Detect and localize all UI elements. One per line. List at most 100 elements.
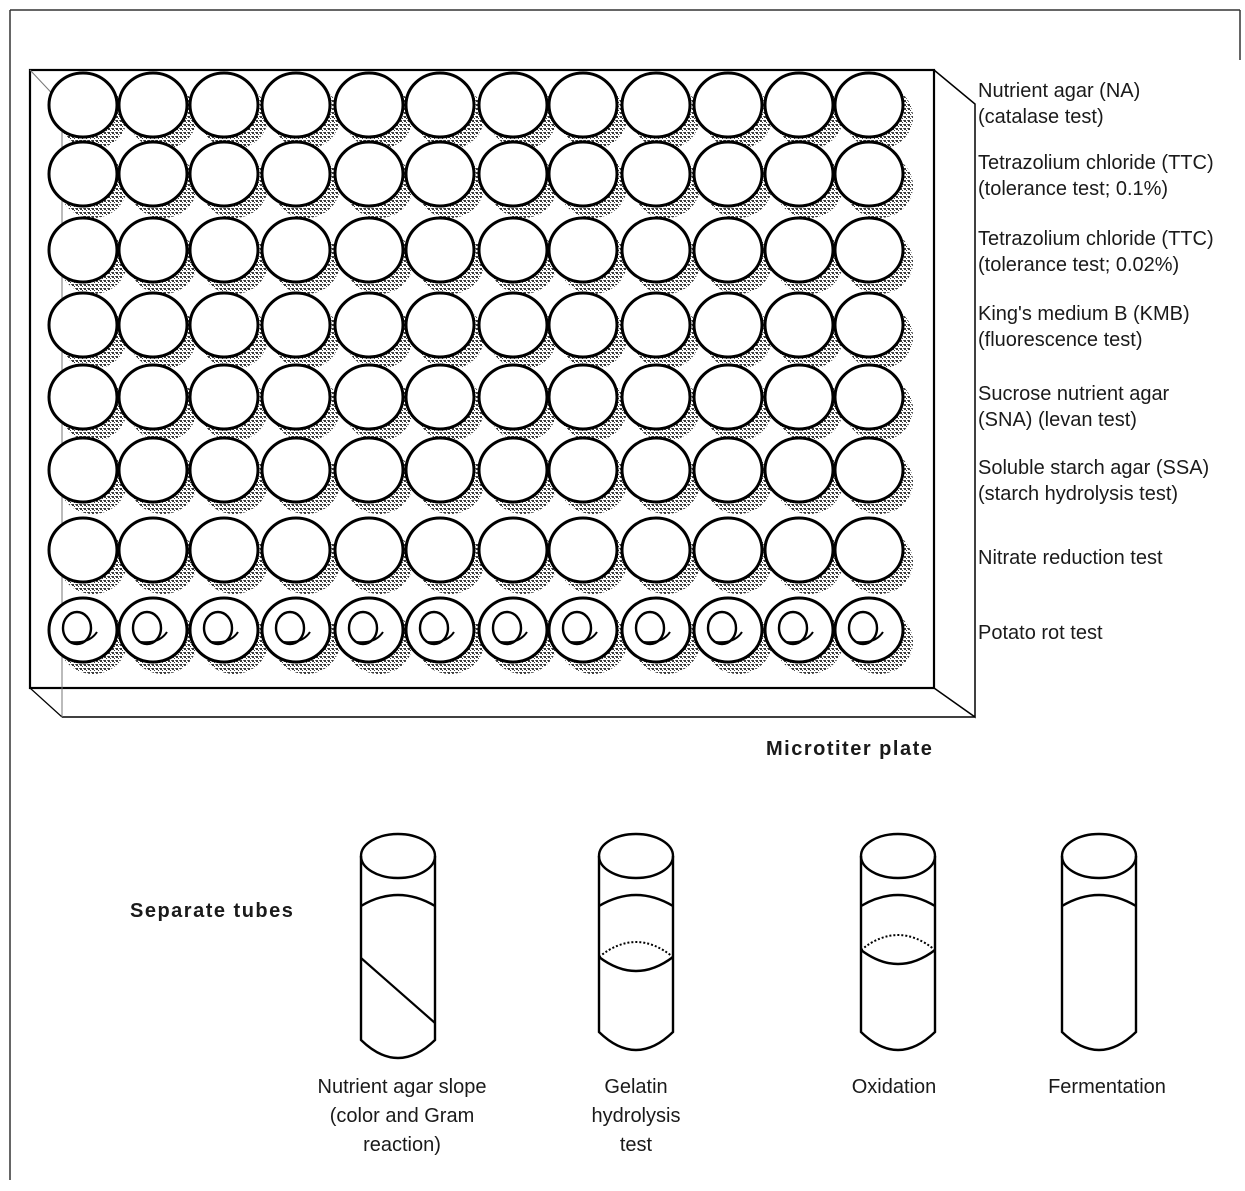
well-rim (692, 363, 764, 431)
well (477, 363, 557, 441)
well-rim (833, 140, 905, 208)
well-rim (117, 71, 189, 139)
well (188, 363, 268, 441)
well-rim (547, 436, 619, 504)
well (692, 516, 772, 594)
potato-mark (715, 631, 743, 644)
row-label-line1: Tetrazolium chloride (TTC) (978, 152, 1214, 174)
well (47, 516, 127, 594)
well (333, 140, 413, 218)
well (260, 291, 340, 369)
well (404, 140, 484, 218)
well (47, 140, 127, 218)
well (404, 596, 484, 674)
well-rim (333, 363, 405, 431)
well (547, 140, 627, 218)
well (833, 436, 913, 514)
well-rim (260, 71, 332, 139)
well (547, 71, 627, 149)
well (833, 71, 913, 149)
well-rim (333, 140, 405, 208)
row-label-line1: Nutrient agar (NA) (978, 80, 1141, 102)
well-rim (333, 216, 405, 284)
well-rim (333, 291, 405, 359)
row-label: Soluble starch agar (SSA)(starch hydroly… (978, 455, 1243, 507)
well-rim (547, 71, 619, 139)
well-rim (188, 140, 260, 208)
potato-mark (356, 631, 384, 644)
well (620, 71, 700, 149)
well (333, 291, 413, 369)
well (833, 596, 913, 674)
tube-cap (1060, 832, 1138, 880)
medium-surface-front (860, 949, 936, 966)
row-label-line2: (SNA) (levan test) (978, 409, 1137, 431)
row-label-line1: Sucrose nutrient agar (978, 383, 1170, 405)
row-label: Nutrient agar (NA) (catalase test) (978, 78, 1243, 130)
well (547, 516, 627, 594)
well (547, 291, 627, 369)
tube-meniscus (860, 893, 936, 908)
agar-slope-line (360, 957, 436, 1024)
well (404, 516, 484, 594)
well-rim (333, 71, 405, 139)
tube-drawings (359, 832, 1138, 1060)
well (333, 363, 413, 441)
well-rim (477, 436, 549, 504)
well-rim (763, 516, 835, 584)
row-label-line2: (catalase test) (978, 106, 1104, 128)
well (47, 596, 127, 674)
well-rim (117, 140, 189, 208)
well (547, 216, 627, 294)
well-rim (188, 436, 260, 504)
well (763, 291, 843, 369)
tube-gelatin (597, 832, 675, 1052)
well (620, 291, 700, 369)
well (692, 71, 772, 149)
row-label: Nitrate reduction test (978, 545, 1243, 571)
figure-frame (9, 9, 1241, 1180)
well-rim (620, 291, 692, 359)
well (763, 516, 843, 594)
well (188, 436, 268, 514)
well (620, 216, 700, 294)
well (260, 216, 340, 294)
well-grid (47, 71, 913, 674)
medium-surface-back (598, 941, 674, 958)
well (692, 436, 772, 514)
well-rim (620, 516, 692, 584)
tube-label: Oxidation (784, 1073, 1004, 1102)
tube-label-line: Gelatin (604, 1076, 668, 1098)
potato-disc (706, 610, 738, 646)
well-rim (117, 363, 189, 431)
well-rim (117, 516, 189, 584)
well (833, 516, 913, 594)
tube-label-line: Oxidation (851, 1076, 937, 1098)
tube-cap (597, 832, 675, 880)
well (117, 71, 197, 149)
tube-oxidation (859, 832, 937, 1052)
well-rim (260, 291, 332, 359)
well (763, 436, 843, 514)
potato-disc (777, 610, 809, 646)
well-rim (477, 291, 549, 359)
well (47, 436, 127, 514)
tube-label-line: Nutrient agar slope (317, 1076, 487, 1098)
well (188, 216, 268, 294)
potato-disc (347, 610, 379, 646)
potato-mark (283, 631, 311, 644)
well-rim (477, 71, 549, 139)
tube-meniscus (1061, 893, 1137, 908)
tube-slope (359, 832, 437, 1060)
well-rim (692, 140, 764, 208)
well (477, 516, 557, 594)
well (477, 436, 557, 514)
well-rim (333, 436, 405, 504)
well (188, 291, 268, 369)
potato-disc (847, 610, 879, 646)
well-rim (260, 436, 332, 504)
well-rim (477, 363, 549, 431)
tube-body (597, 856, 675, 1052)
well-rim (188, 363, 260, 431)
